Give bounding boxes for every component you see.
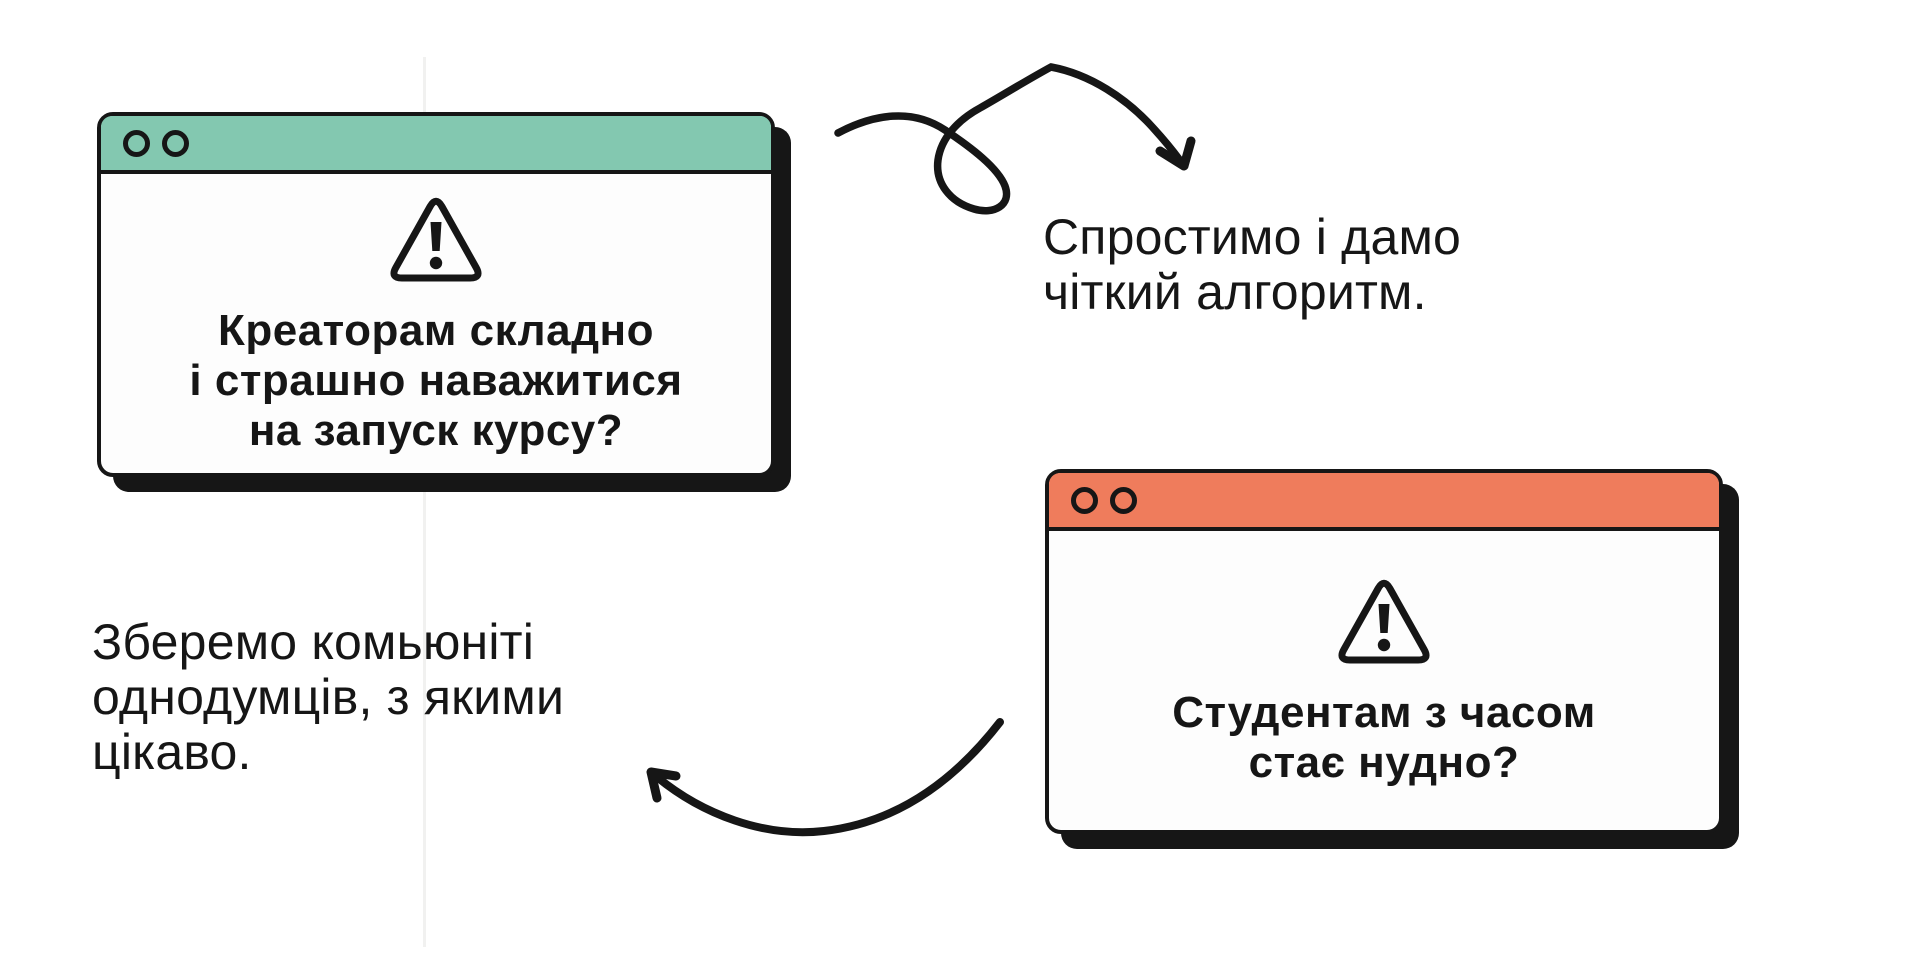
card-text-line: стає нудно? <box>1248 737 1520 787</box>
card-text-line: Креаторам складно <box>218 305 654 355</box>
warning-triangle-icon <box>1338 579 1430 663</box>
warning-triangle-icon <box>390 197 482 281</box>
students-window: Студентам з часом стає нудно? <box>1045 469 1723 834</box>
curve-arrow-icon <box>646 718 1004 837</box>
creators-window: Креаторам складно і страшно наважитися н… <box>97 112 775 477</box>
window-body: Креаторам складно і страшно наважитися н… <box>101 174 771 469</box>
card-text-line: і страшно наважитися <box>189 355 683 405</box>
circle-outline-icon <box>1110 486 1137 514</box>
card-text-line: на запуск курсу? <box>248 405 624 455</box>
caption-line: Спростимо і дамо <box>1043 209 1462 265</box>
card-text: Студентам з часом стає нудно? <box>1172 688 1596 788</box>
window-body: Студентам з часом стає нудно? <box>1049 531 1719 826</box>
solution-caption: Спростимо і дамо чіткий алгоритм. <box>1043 210 1461 320</box>
card-text: Креаторам складно і страшно наважитися н… <box>189 306 682 456</box>
window-titlebar <box>101 116 771 174</box>
community-caption: Зберемо комьюніті однодумців, з якими ці… <box>92 615 564 780</box>
caption-line: цікаво. <box>92 724 252 780</box>
window-titlebar <box>1049 473 1719 531</box>
curly-arrow-icon <box>834 63 1196 215</box>
divider-line <box>423 57 426 947</box>
caption-line: Зберемо комьюніті <box>92 614 535 670</box>
circle-outline-icon <box>123 129 150 157</box>
circle-outline-icon <box>1071 486 1098 514</box>
circle-outline-icon <box>162 129 189 157</box>
caption-line: чіткий алгоритм. <box>1043 264 1427 320</box>
card-text-line: Студентам з часом <box>1172 687 1596 737</box>
caption-line: однодумців, з якими <box>92 669 565 725</box>
